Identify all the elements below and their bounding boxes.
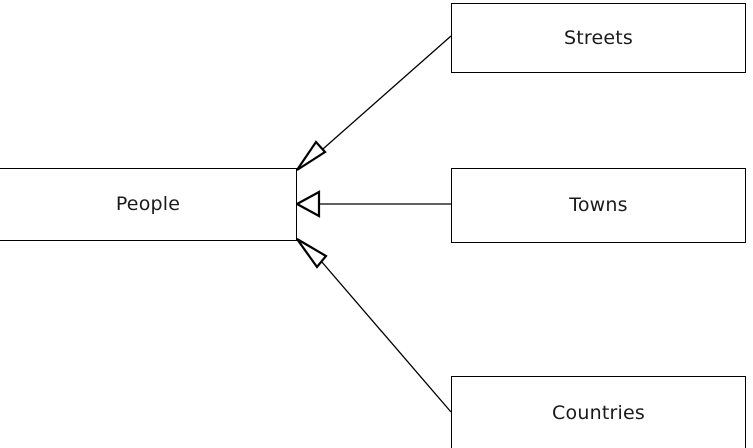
edge-people-streets [296,35,452,171]
arrowhead-towns-to-people [294,190,321,218]
node-towns-label: Towns [569,194,628,216]
node-countries-label: Countries [552,401,645,424]
node-streets-label: Streets [563,26,634,49]
node-streets[interactable]: Streets [451,3,746,73]
node-people-label: People [115,193,181,215]
node-countries[interactable]: Countries [451,376,746,448]
edge-people-countries [296,238,452,413]
edge-people-countries-line [314,253,452,413]
edge-people-towns [294,190,451,218]
arrowhead-streets-to-people [296,140,327,171]
node-people[interactable]: People [0,168,297,241]
edge-people-streets-line [314,35,452,157]
node-towns[interactable]: Towns [451,168,746,243]
arrowhead-countries-to-people [296,238,328,269]
